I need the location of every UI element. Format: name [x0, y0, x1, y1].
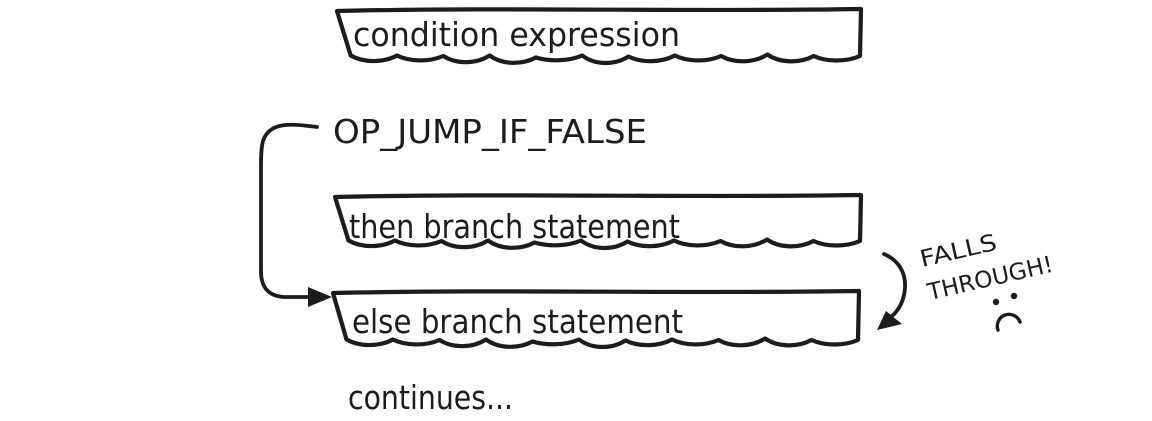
falls-through-arrow: [882, 252, 907, 319]
sad-face-frown: [995, 312, 1022, 332]
falls-through-arrowhead-icon: [877, 311, 902, 330]
then-branch-label: then branch statement: [349, 207, 680, 246]
jump-arrowhead-icon: [308, 287, 332, 307]
falls-through-annotation: FALLS THROUGH!: [918, 230, 1056, 306]
jump-arrow: [259, 122, 319, 299]
condition-expression-label: condition expression: [353, 15, 680, 54]
continues-label: continues...: [348, 378, 513, 417]
op-jump-if-false-label: OP_JUMP_IF_FALSE: [333, 112, 647, 151]
else-branch-label: else branch statement: [352, 302, 683, 341]
then-branch-box: [332, 192, 864, 251]
sad-face-right-eye: [1010, 292, 1018, 300]
sad-face-icon: [992, 292, 1022, 332]
else-branch-box: [330, 288, 862, 350]
sad-face-left-eye: [992, 298, 1000, 306]
condition-expression-box: [334, 6, 864, 66]
